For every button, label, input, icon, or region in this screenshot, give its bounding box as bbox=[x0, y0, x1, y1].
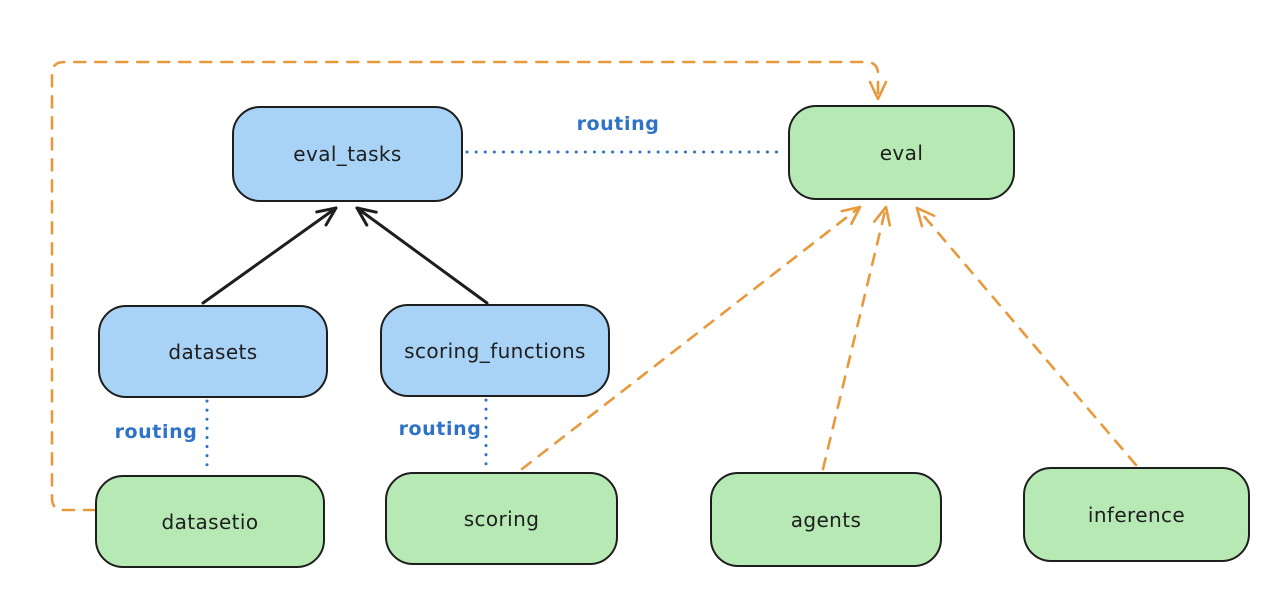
node-agents-label: agents bbox=[790, 507, 862, 532]
node-datasets-label: datasets bbox=[168, 339, 258, 364]
node-scoring-label: scoring bbox=[463, 506, 540, 531]
edge-scoring-to-eval bbox=[520, 205, 862, 471]
edge-inference-to-eval bbox=[915, 206, 1138, 467]
node-scoring-functions-label: scoring_functions bbox=[404, 338, 586, 363]
node-eval-label: eval bbox=[879, 140, 924, 165]
routing-label-scoring-functions-scoring: routing bbox=[398, 418, 482, 440]
node-eval-tasks: eval_tasks bbox=[232, 106, 463, 202]
node-eval: eval bbox=[788, 105, 1015, 200]
routing-label-datasets-datasetio: routing bbox=[114, 421, 198, 443]
node-eval-tasks-label: eval_tasks bbox=[293, 142, 402, 166]
node-inference-label: inference bbox=[1087, 502, 1186, 527]
edge-datasets-to-eval_tasks bbox=[201, 206, 338, 305]
edge-scoring_functions-to-eval_tasks bbox=[355, 206, 489, 305]
edge-datasetio-to-eval bbox=[50, 60, 888, 512]
node-agents: agents bbox=[710, 472, 942, 567]
node-inference: inference bbox=[1023, 467, 1250, 562]
edge-agents-to-eval bbox=[821, 205, 892, 471]
node-scoring-functions: scoring_functions bbox=[380, 304, 610, 397]
routing-label-eval-tasks-eval: routing bbox=[576, 113, 660, 135]
node-datasetio: datasetio bbox=[95, 475, 325, 568]
node-datasetio-label: datasetio bbox=[161, 509, 259, 534]
node-scoring: scoring bbox=[385, 472, 618, 565]
node-datasets: datasets bbox=[98, 305, 328, 398]
